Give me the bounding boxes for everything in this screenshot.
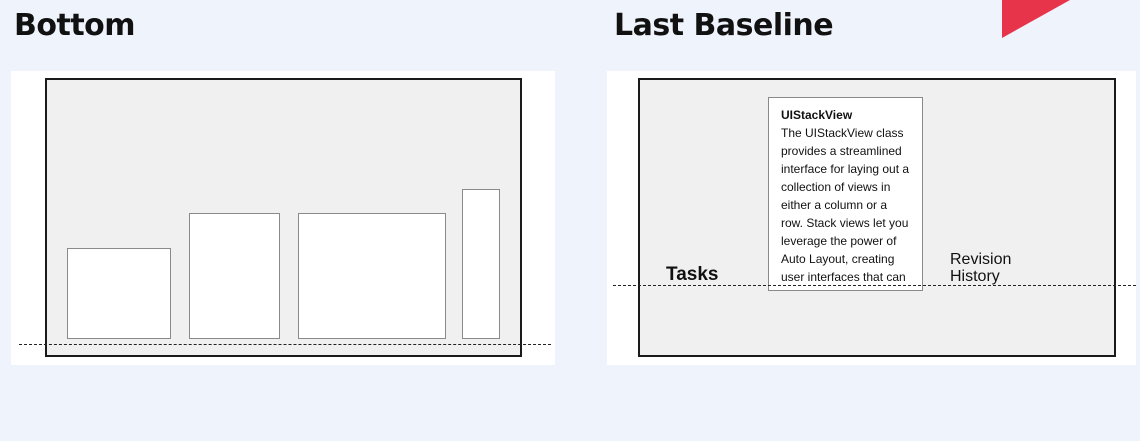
baseline-guide-line	[613, 285, 1136, 286]
arranged-view-4	[462, 189, 500, 339]
bottom-alignment-guide-line	[19, 344, 551, 345]
arranged-view-2	[189, 213, 280, 339]
bottom-alignment-diagram	[11, 71, 555, 365]
heading-last-baseline: Last Baseline	[614, 8, 834, 43]
arranged-view-3	[298, 213, 446, 339]
last-baseline-alignment-diagram: Tasks UIStackView The UIStackView class …	[607, 71, 1136, 365]
arranged-view-1	[67, 248, 171, 339]
heading-bottom: Bottom	[14, 8, 136, 43]
revision-history-label: Revision History	[950, 251, 1012, 285]
card-title: UIStackView	[781, 108, 853, 122]
card-body-text: The UIStackView class provides a streaml…	[781, 126, 910, 284]
tasks-label: Tasks	[666, 264, 719, 285]
stack-container: Tasks UIStackView The UIStackView class …	[638, 78, 1116, 357]
red-corner-triangle-icon	[1002, 0, 1070, 38]
text-view-card: UIStackView The UIStackView class provid…	[768, 97, 923, 291]
stack-container	[45, 78, 522, 357]
